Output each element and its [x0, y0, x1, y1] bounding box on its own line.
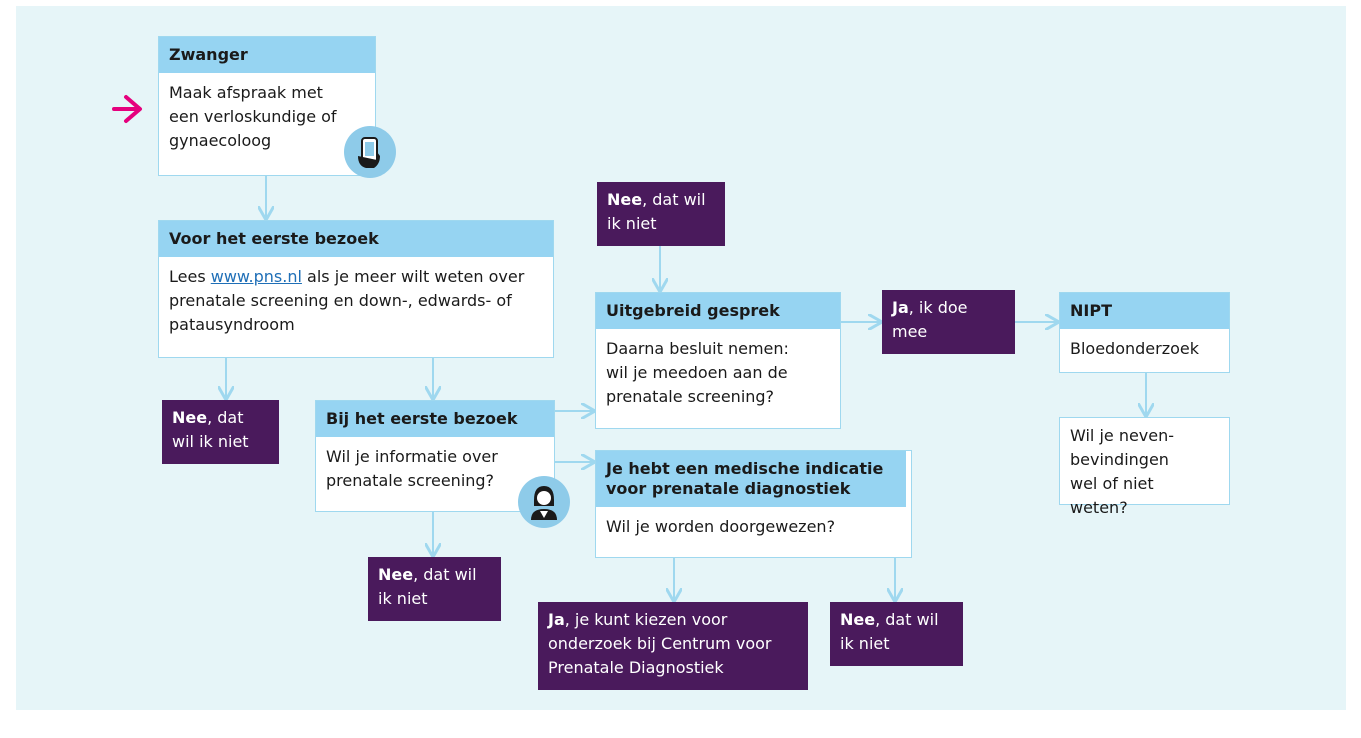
nee-left-rest: , dat wil ik niet: [172, 408, 249, 451]
ja-kiezen-bold: Ja: [548, 610, 565, 629]
nee-mid-rest: , dat wil ik niet: [378, 565, 477, 608]
nee-left-box: Nee, dat wil ik niet: [162, 400, 279, 464]
voor-title: Voor het eerste bezoek: [159, 221, 553, 257]
voor-rest: als je meer wilt weten over prenatale sc…: [169, 267, 525, 334]
voor-eerste-bezoek-box: Voor het eerste bezoek Lees www.pns.nl a…: [158, 220, 554, 358]
bij-text: Wil je informatie over prenatale screeni…: [326, 447, 498, 490]
zwanger-text: Maak afspraak met een verloskundige of g…: [169, 83, 337, 150]
voor-text: Lees www.pns.nl als je meer wilt weten o…: [159, 257, 551, 345]
nee-left-bold: Nee: [172, 408, 208, 427]
pns-link[interactable]: www.pns.nl: [210, 267, 302, 286]
gesprek-title: Uitgebreid gesprek: [596, 293, 840, 329]
gesprek-text: Daarna besluit nemen: wil je meedoen aan…: [606, 339, 789, 406]
nee-right-box: Nee, dat wil ik niet: [830, 602, 963, 666]
voor-lees: Lees: [169, 267, 206, 286]
indicatie-text: Wil je worden doorgewezen?: [606, 517, 836, 536]
bij-eerste-bezoek-box: Bij het eerste bezoek Wil je informatie …: [315, 400, 555, 512]
medische-indicatie-box: Je hebt een medische indicatie voor pren…: [595, 450, 912, 558]
phone-hand-icon: [344, 126, 396, 178]
nee-right-bold: Nee: [840, 610, 876, 629]
nee-mid-box: Nee, dat wil ik niet: [368, 557, 501, 621]
ja-doe-bold: Ja: [892, 298, 909, 317]
nipt-text: Bloedonderzoek: [1070, 339, 1200, 358]
nee-mid-bold: Nee: [378, 565, 414, 584]
nee-right-rest: , dat wil ik niet: [840, 610, 939, 653]
nee-top-rest: , dat wil ik niet: [607, 190, 706, 233]
doctor-icon: [518, 476, 570, 528]
zwanger-box: Zwanger Maak afspraak met een verloskund…: [158, 36, 376, 176]
start-arrow-icon: [112, 95, 142, 123]
neven-text: Wil je neven-bevindingen wel of niet wet…: [1070, 426, 1175, 517]
uitgebreid-gesprek-box: Uitgebreid gesprek Daarna besluit nemen:…: [595, 292, 841, 429]
nee-top-box: Nee, dat wil ik niet: [597, 182, 725, 246]
ja-doe-mee-box: Ja, ik doe mee: [882, 290, 1015, 354]
ja-kiezen-box: Ja, je kunt kiezen voor onderzoek bij Ce…: [538, 602, 808, 690]
nevenbevindingen-box: Wil je neven-bevindingen wel of niet wet…: [1059, 417, 1230, 517]
ja-doe-rest: , ik doe mee: [892, 298, 968, 341]
nipt-title: NIPT: [1060, 293, 1229, 329]
ja-kiezen-rest: , je kunt kiezen voor onderzoek bij Cent…: [548, 610, 772, 677]
nipt-box: NIPT Bloedonderzoek: [1059, 292, 1230, 373]
bij-title: Bij het eerste bezoek: [316, 401, 554, 437]
zwanger-title: Zwanger: [159, 37, 375, 73]
indicatie-title: Je hebt een medische indicatie voor pren…: [596, 451, 906, 507]
nee-top-bold: Nee: [607, 190, 643, 209]
